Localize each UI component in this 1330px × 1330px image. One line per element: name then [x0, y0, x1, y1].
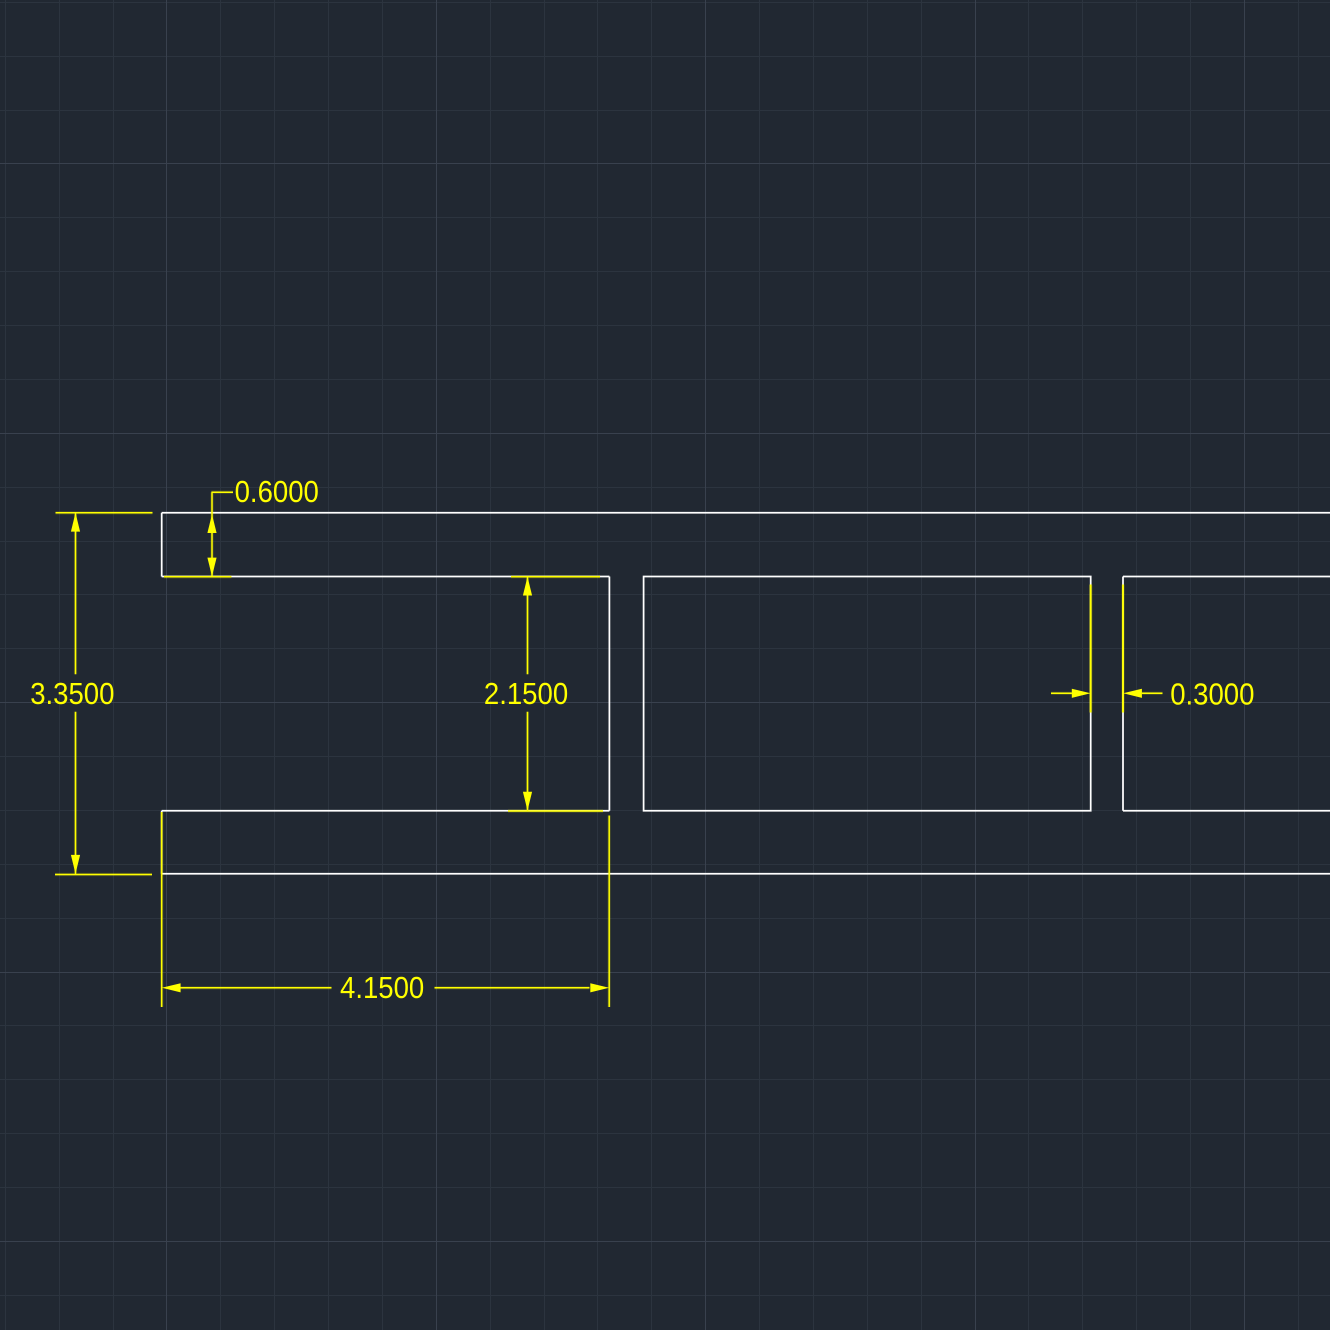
svg-text:0.6000: 0.6000 [235, 476, 319, 510]
svg-text:0.3000: 0.3000 [1170, 678, 1254, 712]
svg-text:2.1500: 2.1500 [484, 678, 568, 712]
svg-text:4.1500: 4.1500 [340, 972, 424, 1006]
svg-text:3.3500: 3.3500 [30, 678, 114, 712]
